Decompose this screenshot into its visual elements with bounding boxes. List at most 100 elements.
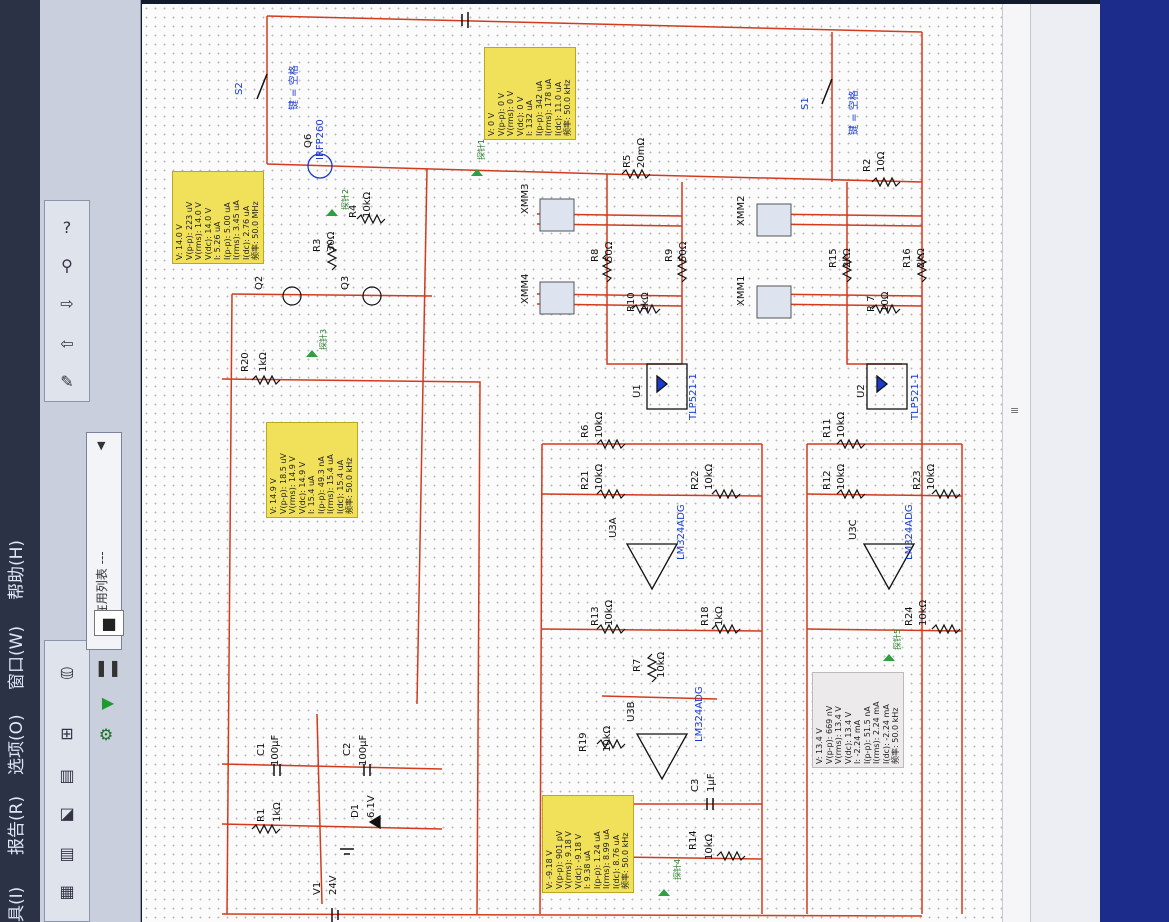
label-c1-val: 100µF — [270, 734, 281, 766]
ground-symbol — [340, 848, 354, 855]
probe-readout-1: V: 0 V V(p-p): 0 V V(rms): 0 V V(dc): 0 … — [484, 47, 576, 140]
gear-icon[interactable]: ⚙ — [98, 724, 114, 744]
label-r7: R7 — [632, 658, 643, 672]
resistor-r24 — [931, 623, 961, 635]
chart-icon[interactable]: ◪ — [59, 803, 75, 823]
switch-s2 — [256, 73, 268, 100]
menu-options[interactable]: 选项(O) — [7, 714, 27, 775]
label-r8: R8 — [590, 248, 601, 262]
wire-u3-left — [539, 443, 543, 915]
optocoupler-u2 — [866, 363, 908, 410]
probe2-flag — [326, 209, 338, 216]
resistor-r23 — [931, 488, 961, 500]
probe1-flag — [471, 169, 483, 176]
wire-u3b — [601, 695, 718, 700]
label-r1-val: 1kΩ — [272, 802, 283, 822]
capacitor-c3 — [706, 798, 714, 810]
resistor-r17 — [871, 303, 901, 315]
led-u1 — [656, 374, 669, 394]
pause-icon[interactable]: ❚❚ — [94, 657, 122, 677]
label-u3c-part: LM324ADG — [904, 504, 915, 560]
transistor-q2 — [282, 286, 302, 306]
label-r17: R 7 — [866, 295, 877, 313]
probe3-flag — [306, 350, 318, 357]
export-icon[interactable]: ✎ — [60, 371, 74, 391]
label-r18-val: 1kΩ — [714, 606, 725, 626]
database-icon[interactable]: ⛁ — [60, 663, 74, 683]
opamp-u3a — [625, 543, 679, 591]
resistor-r8 — [601, 253, 613, 283]
label-d1-val: 6.1V — [366, 795, 377, 818]
opamp-u3b — [635, 733, 689, 781]
label-v1-val: 24V — [328, 875, 339, 895]
label-r17-val: 10Ω — [880, 291, 891, 312]
label-r10-val: 1kΩ — [640, 292, 651, 312]
menu-window[interactable]: 窗口(W) — [7, 625, 27, 690]
resistor-r10 — [631, 303, 661, 315]
menu-reports[interactable]: 报告(R) — [7, 795, 27, 855]
label-u2: U2 — [856, 384, 867, 398]
resistor-r21 — [596, 488, 626, 500]
label-d1: D1 — [350, 803, 361, 818]
resistor-r7 — [646, 653, 658, 683]
label-xmm4: XMM4 — [520, 273, 531, 304]
label-c2-val: 100µF — [358, 734, 369, 766]
label-r10: R10 — [626, 292, 637, 312]
menu-help[interactable]: 帮助(H) — [7, 539, 27, 600]
resistor-r13 — [596, 623, 626, 635]
toolbar: ▦ ▤ ◪ ▥ ⊞ ⛁ ✎ ⇦ ⇨ ⚲ ? ▼ --- 在用列表 --- ⚙ ▶… — [40, 0, 141, 922]
label-v1: V1 — [312, 881, 323, 895]
wire-r24 — [806, 628, 963, 632]
resistor-r2 — [871, 176, 901, 188]
probe-readout-2: V: 14.0 V V(p-p): 223 uV V(rms): 14.0 V … — [172, 171, 264, 264]
resistor-r22 — [711, 488, 741, 500]
multimeter-xmm2 — [756, 203, 792, 237]
resistor-r6 — [596, 438, 626, 450]
label-u3a-part: LM324ADG — [676, 504, 687, 560]
probe4-flag — [658, 889, 670, 896]
label-probe2: 探针2 — [341, 188, 350, 210]
grid-icon[interactable]: ▤ — [59, 843, 75, 863]
battery-v1 — [331, 908, 339, 922]
label-r20: R20 — [240, 352, 251, 372]
capacitor-c1 — [273, 764, 281, 776]
label-r11-val: 10kΩ — [836, 411, 847, 438]
label-r13: R13 — [590, 606, 601, 626]
label-probe1: 探针1 — [477, 138, 486, 160]
scroll-grip[interactable]: ≡ — [1010, 404, 1020, 417]
stop-icon[interactable]: ■ — [94, 610, 124, 636]
label-xmm2: XMM2 — [736, 195, 747, 226]
label-r15-val: 2kΩ — [842, 248, 853, 268]
switch-s1 — [821, 78, 833, 105]
led-u2 — [876, 374, 889, 394]
label-r14-val: 10kΩ — [704, 833, 715, 860]
label-u1: U1 — [632, 384, 643, 398]
label-r22-val: 10kΩ — [704, 463, 715, 490]
label-r14: R14 — [688, 830, 699, 850]
diode-d1 — [368, 814, 381, 830]
label-r4-val: 10kΩ — [362, 191, 373, 218]
component-icon[interactable]: ▦ — [59, 881, 75, 901]
resistor-r18 — [711, 623, 741, 635]
label-probe4: 探针4 — [673, 858, 682, 880]
network-icon[interactable]: ⊞ — [60, 723, 74, 743]
transistor-q3 — [362, 286, 382, 306]
forward-icon[interactable]: ⇨ — [60, 293, 74, 313]
zoom-icon[interactable]: ⚲ — [61, 255, 73, 275]
back-icon[interactable]: ⇦ — [60, 333, 74, 353]
chevron-down-icon[interactable]: ▼ — [97, 439, 106, 452]
label-q6-part: IRFP260 — [315, 119, 326, 160]
label-r15: R15 — [828, 248, 839, 268]
label-xmm3: XMM3 — [520, 183, 531, 214]
label-s1: S1 — [800, 97, 811, 110]
table-icon[interactable]: ▥ — [59, 765, 75, 785]
label-r16: R16 — [902, 248, 913, 268]
label-q6: Q6 — [303, 133, 314, 148]
wire-left-vertical — [416, 168, 428, 705]
resistor-r1 — [251, 823, 281, 835]
help-icon[interactable]: ? — [62, 217, 72, 237]
menu-tools[interactable]: 具(I) — [7, 886, 27, 922]
label-u3b-part: LM324ADG — [694, 686, 705, 742]
play-icon[interactable]: ▶ — [101, 692, 115, 712]
resistor-r12 — [836, 488, 866, 500]
